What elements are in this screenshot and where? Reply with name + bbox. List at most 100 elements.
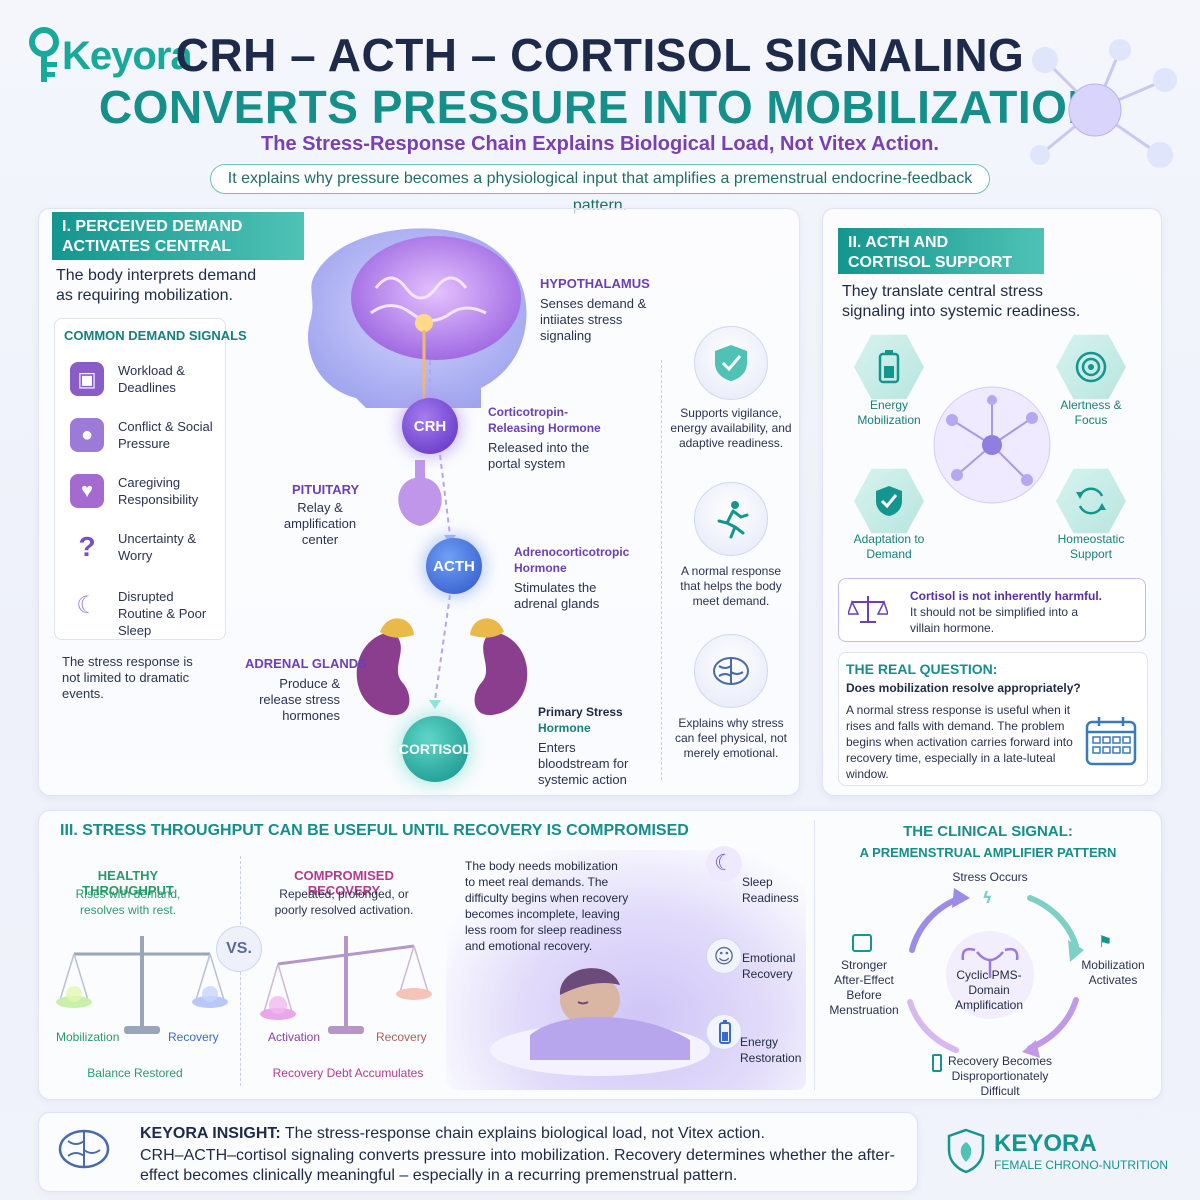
hex-label-adaptation: Adaptation to Demand	[853, 532, 925, 561]
insight-text-1: The stress-response chain explains biolo…	[284, 1125, 765, 1142]
cortisol-text: Enters bloodstream for systemic action	[538, 740, 629, 787]
compromised-left-label: Activation	[268, 1030, 321, 1044]
signal-label: Disrupted Routine & Poor Sleep	[118, 589, 207, 638]
section-1-banner: I. PERCEIVED DEMAND ACTIVATES CENTRAL ST…	[52, 212, 304, 275]
cortisol-title-2: Hormone	[538, 721, 591, 735]
section-2-intro: They translate central stress signaling …	[842, 283, 1081, 320]
healthy-text: Rises with demand, resolves with rest.	[75, 887, 181, 917]
calendar-icon	[852, 934, 872, 952]
shield-icon	[694, 326, 768, 400]
footer-brand-name: KEYORA	[994, 1130, 1097, 1157]
hex-label-energy: Energy Mobilization	[857, 398, 921, 427]
molecule-illustration	[1030, 39, 1177, 168]
balance-scale-icon	[848, 596, 888, 623]
side-note-3: Explains why stress can feel physical, n…	[674, 716, 788, 760]
compromised-text: Repeated, prolonged, or poorly resolved …	[274, 887, 414, 917]
heart-pulse-icon: ♥	[70, 474, 104, 508]
head-brain-illustration	[308, 228, 527, 408]
pituitary-text: Relay & amplification center	[283, 500, 357, 547]
real-question-title: THE REAL QUESTION:	[846, 661, 998, 677]
battery-icon	[932, 1054, 942, 1072]
adrenal-text: Produce & release stress hormones	[259, 676, 340, 723]
insight-line-2: CRH–ACTH–cortisol signaling converts pre…	[140, 1147, 895, 1184]
insight-line-1: KEYORA INSIGHT: The stress-response chai…	[140, 1124, 900, 1144]
tagline: It explains why pressure becomes a physi…	[210, 164, 990, 214]
acth-text: Stimulates the adrenal glands	[514, 580, 600, 611]
acth-title: Adrenocorticotropic Hormone	[514, 545, 630, 575]
real-question-sub: Does mobilization resolve appropriately?	[846, 681, 1081, 695]
crh-text: Released into the portal system	[488, 440, 590, 471]
calendar-icon	[1085, 717, 1137, 766]
cortisol-note-title: Cortisol is not inherently harmful.	[910, 589, 1103, 603]
compromised-right-label: Recovery	[376, 1030, 427, 1044]
divider	[661, 360, 662, 780]
healthy-left-label: Mobilization	[56, 1030, 120, 1044]
cycle-step-3: Recovery Becomes Disproportionately Diff…	[947, 1054, 1053, 1098]
demand-signals-title: COMMON DEMAND SIGNALS	[64, 328, 247, 343]
divider	[814, 820, 815, 1090]
shield-check-icon	[854, 468, 924, 534]
real-question-text: A normal stress response is useful when …	[846, 703, 1073, 781]
cortisol-note-text: It should not be simplified into a villa…	[910, 605, 1079, 635]
side-note-2: A normal response that helps the body me…	[680, 564, 782, 608]
battery-icon	[854, 334, 924, 400]
recovery-item-emotional: Emotional Recovery	[742, 951, 796, 981]
section-1-footnote: The stress response is not limited to dr…	[62, 654, 193, 701]
insight-panel	[38, 1112, 918, 1192]
section-3-body-text: The body needs mobilization to meet real…	[465, 859, 629, 953]
signal-label: Caregiving Responsibility	[118, 475, 199, 507]
lightning-icon: ϟ	[982, 888, 993, 907]
brain-icon	[694, 634, 768, 708]
moon-sleep-icon: ☾	[70, 588, 104, 622]
moon-icon: ☾	[706, 846, 742, 882]
battery-icon	[706, 1014, 742, 1050]
running-person-icon: ⚑	[1098, 932, 1113, 951]
side-note-1: Supports vigilance, energy availability,…	[670, 406, 792, 450]
section-1-intro: The body interprets demand as requiring …	[56, 267, 257, 304]
title-line-1: CRH – ACTH – CORTISOL SIGNALING	[175, 29, 1025, 81]
compromised-scale-illustration	[260, 936, 432, 1034]
signal-label: Conflict & Social Pressure	[118, 419, 213, 451]
healthy-result: Balance Restored	[87, 1066, 183, 1080]
healthy-title: HEALTHY THROUGHPUT	[82, 868, 174, 898]
compromised-title: COMPROMISED RECOVERY	[294, 868, 394, 898]
hex-label-homeostatic: Homeostatic Support	[1057, 532, 1125, 561]
cell-illustration	[933, 386, 1051, 504]
cortisol-note-box	[838, 578, 1146, 642]
hypothalamus-text: Senses demand & intiiates stress signali…	[540, 296, 647, 343]
key-logo-icon	[29, 27, 59, 82]
cortisol-orb: CORTISOL	[399, 716, 471, 782]
running-person-icon	[694, 482, 768, 556]
hex-label-alertness: Alertness & Focus	[1060, 398, 1122, 427]
acth-orb: ACTH	[426, 538, 482, 594]
cycle-step-1: Stress Occurs	[952, 870, 1028, 884]
signal-label: Workload & Deadlines	[118, 363, 185, 395]
recovery-item-energy: Energy Restoration	[740, 1035, 802, 1065]
title-line-2: CONVERTS PRESSURE INTO MOBILIZATION	[98, 81, 1102, 133]
logo-text: Keyora	[62, 34, 193, 78]
keyora-shield-icon	[947, 1128, 985, 1174]
cycle-step-2: Mobilization Activates	[1081, 958, 1145, 987]
brain-icon	[58, 1129, 110, 1169]
cycle-step-4: Stronger After-Effect Before Menstruatio…	[829, 958, 899, 1017]
adrenal-kidney-illustration	[356, 618, 528, 716]
adrenal-title: ADRENAL GLANDS	[245, 656, 367, 671]
recovery-item-sleep: Sleep Readiness	[742, 875, 799, 905]
healthy-right-label: Recovery	[168, 1030, 219, 1044]
vs-badge: VS.	[216, 926, 262, 972]
people-icon: ●	[70, 418, 104, 452]
signal-label: Uncertainty & Worry	[118, 531, 197, 563]
keyora-logo: Keyora	[26, 22, 206, 92]
crh-orb: CRH	[402, 398, 458, 454]
section-3-title: III. STRESS THROUGHPUT CAN BE USEFUL UNT…	[60, 822, 689, 839]
cycle-arrows-diagram	[907, 888, 1084, 1058]
pituitary-title: PITUITARY	[292, 482, 360, 497]
insight-label: KEYORA INSIGHT:	[140, 1125, 281, 1142]
clinical-title-2: A PREMENSTRUAL AMPLIFIER PATTERN	[859, 845, 1117, 860]
footer-brand-sub: FEMALE CHRONO-NUTRITION	[994, 1158, 1168, 1172]
pituitary-illustration	[398, 460, 442, 526]
crh-title: Corticotropin-Releasing Hormone	[488, 405, 601, 435]
briefcase-icon: ▣	[70, 362, 104, 396]
face-icon: ☺	[706, 938, 742, 974]
clinical-title-1: THE CLINICAL SIGNAL:	[903, 823, 1073, 840]
